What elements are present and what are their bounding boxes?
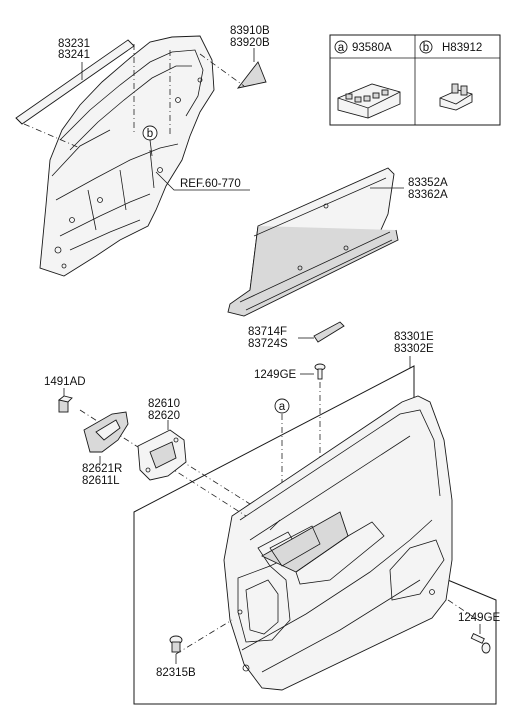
label-82315B: 82315B (156, 667, 196, 679)
legend-table: a 93580A b H83912 (329, 34, 501, 126)
label-1249GE-top: 1249GE (254, 369, 297, 381)
callout-a-text: a (279, 401, 286, 413)
label-82611L: 82611L (82, 475, 120, 487)
label-83362A: 83362A (408, 189, 448, 201)
assembly-line (23, 123, 81, 149)
label-83920B: 83920B (230, 37, 270, 49)
label-83724S: 83724S (248, 338, 288, 350)
switch-cap-icon (439, 83, 473, 111)
label-82610: 82610 (148, 398, 180, 410)
legend-part-a: 93580A (352, 42, 392, 54)
delta-cover-piece (236, 61, 267, 89)
screw-right (470, 633, 491, 654)
ref-leader (155, 171, 250, 191)
screw-top (314, 363, 326, 380)
clip-82315B (169, 635, 183, 653)
label-1249GE-right: 1249GE (458, 612, 501, 624)
trim-panel-frame (133, 365, 497, 705)
label-83302E: 83302E (394, 343, 434, 355)
sunshade-assembly (227, 167, 399, 317)
handle-bracket (137, 429, 187, 481)
door-frame-ref (39, 35, 215, 277)
label-1491AD: 1491AD (44, 376, 86, 388)
assembly-line (199, 53, 245, 87)
label-83231: 83231 (58, 38, 90, 50)
label-83241: 83241 (58, 49, 90, 61)
clip-1491AD (57, 395, 73, 413)
label-83352A: 83352A (408, 177, 448, 189)
legend-marker-a (334, 40, 348, 54)
callout-a (274, 398, 290, 414)
legend-marker-a-text: a (338, 42, 345, 54)
label-82620: 82620 (148, 410, 180, 422)
inside-handle (83, 411, 129, 453)
label-83301E: 83301E (394, 331, 434, 343)
label-82621R: 82621R (82, 463, 122, 475)
label-83910B: 83910B (230, 25, 270, 37)
legend-marker-b (419, 40, 433, 54)
door-trim-panel (223, 395, 453, 691)
label-83714F: 83714F (248, 326, 287, 338)
trim-pad-insert (313, 321, 345, 343)
callout-b-text: b (147, 128, 153, 140)
window-switch-icon (337, 83, 401, 119)
legend-marker-b-text: b (423, 42, 429, 54)
ref-label: REF.60-770 (180, 178, 241, 190)
legend-part-b: H83912 (442, 42, 482, 54)
